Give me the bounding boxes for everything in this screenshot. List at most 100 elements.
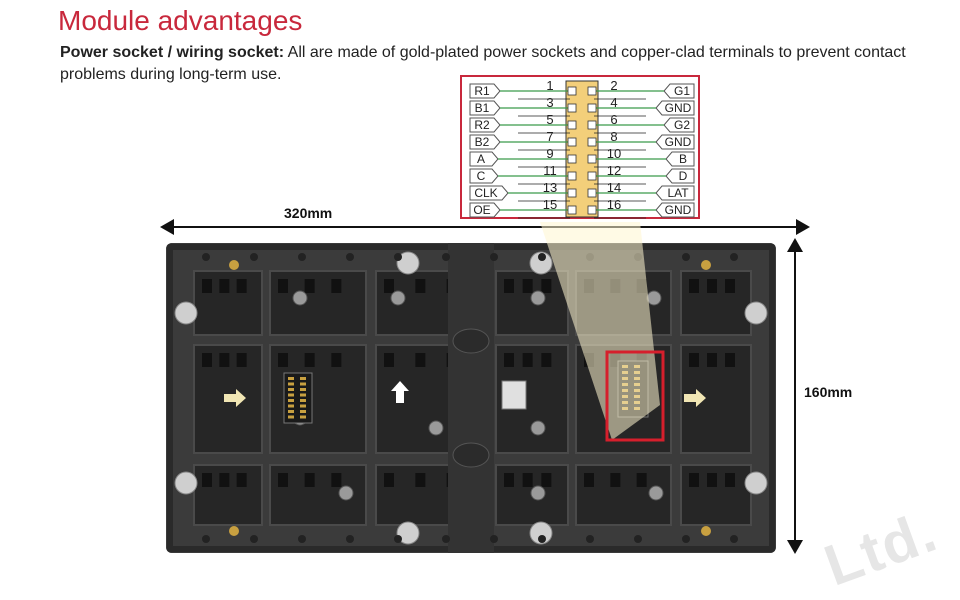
socket-pin [634,365,640,368]
signal-label: B [679,152,687,166]
chip [522,353,533,367]
edge-hole [346,253,354,261]
edge-hole [490,535,498,543]
edge-hole [298,253,306,261]
socket-pin [300,404,306,408]
socket-pin [622,401,628,404]
edge-hole [346,535,354,543]
chip [278,353,288,367]
edge-hole [442,535,450,543]
board-image [166,243,776,553]
chip [331,279,342,293]
chip [689,279,699,293]
chip [236,473,247,487]
signal-tag [665,151,695,167]
socket-pin [622,383,628,386]
pin-number: 6 [610,112,617,127]
signal-label: LAT [667,186,689,200]
chip [504,279,514,293]
chip [636,473,647,487]
magnet-screw [396,521,420,545]
chip [541,353,552,367]
edge-hole [634,253,642,261]
capacitor [390,290,406,306]
signal-label: D [679,169,688,183]
capacitor [292,290,308,306]
magnet-screw [396,251,420,275]
chip [415,279,426,293]
center-logo [452,328,490,354]
pin-pad [587,120,597,130]
socket-pin [288,382,294,386]
socket-pin [634,377,640,380]
pin-row-right: G2 6 [587,112,695,134]
socket-pin [288,393,294,397]
socket-pin [288,415,294,419]
chip [278,279,288,293]
chip [707,473,717,487]
capacitor [530,290,546,306]
signal-label: GND [665,101,692,115]
signal-label: CLK [474,186,497,200]
signal-label: G2 [674,118,690,132]
socket-pin [288,399,294,402]
signal-label: B2 [475,135,490,149]
capacitor [648,485,664,501]
socket-pin [288,377,294,380]
edge-hole [730,253,738,261]
chip [304,353,315,367]
chip [725,353,735,367]
edge-hole [538,535,546,543]
pin-pad [567,154,577,164]
signal-label: R1 [474,84,490,98]
edge-hole [730,535,738,543]
pin-pad [567,188,577,198]
capacitor [338,485,354,501]
socket-pin [634,371,640,374]
chip [522,279,533,293]
chip [584,353,594,367]
chip [707,279,717,293]
chip [522,473,533,487]
chip [219,473,230,487]
socket-pin [634,407,640,410]
socket-pin [634,395,640,398]
edge-hole [250,253,258,261]
direction-arrow [391,381,409,403]
socket-pin [288,388,294,391]
edge-hole [538,253,546,261]
edge-hole [250,535,258,543]
chip [384,473,394,487]
pin-number: 11 [543,163,557,178]
magnet-screw [744,471,768,495]
chip [725,279,735,293]
chip [384,279,394,293]
led-module-board [166,243,776,553]
pin-pad [587,171,597,181]
height-dimension-label: 160mm [804,384,853,400]
pin-pad [587,86,597,96]
socket-pin [622,377,628,380]
signal-label: G1 [674,84,690,98]
pin-number: 1 [546,78,553,93]
pin-pad [567,205,577,215]
socket-pin [300,388,306,391]
socket-pin [634,389,640,392]
gold-post [701,260,711,270]
socket-pin [288,410,294,413]
socket-pin [622,395,628,398]
signal-tag [663,117,695,133]
pin-number: 4 [610,95,617,110]
chip [219,353,230,367]
width-dimension-label: 320mm [284,205,333,221]
width-dimension-line [160,219,810,235]
socket-pin [634,401,640,404]
chip [707,353,717,367]
